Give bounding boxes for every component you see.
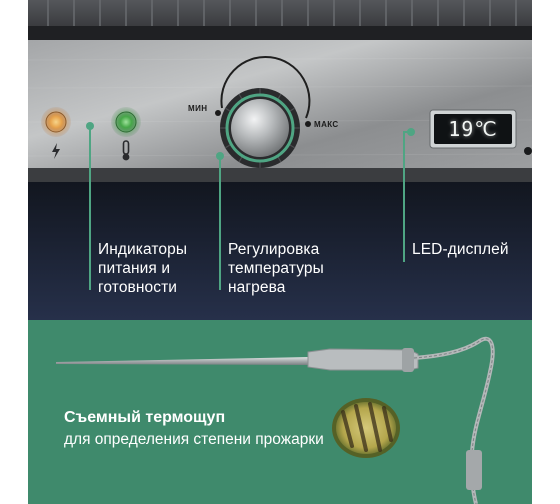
power-indicator-led — [41, 107, 71, 137]
grill-plate — [28, 0, 532, 40]
green-band — [28, 320, 532, 504]
callout-dot-regulator — [216, 152, 224, 160]
callout-dot-display — [407, 128, 415, 136]
callout-display-line-1: LED-дисплей — [412, 241, 509, 258]
callout-indicators-line-3: готовности — [98, 279, 178, 296]
side-port — [524, 147, 532, 155]
temperature-knob — [215, 55, 311, 168]
callout-regulator-line-1: Регулировка — [228, 241, 320, 258]
navy-band — [28, 182, 532, 320]
probe-title: Съемный термощуп — [64, 409, 226, 426]
ready-indicator-led — [111, 107, 141, 137]
grilled-zucchini-image — [332, 398, 400, 458]
knob-max-label: МАКС — [314, 120, 339, 129]
callout-indicators-line-1: Индикаторы — [98, 241, 188, 258]
probe-subtitle: для определения степени прожарки — [64, 431, 324, 448]
led-display-reading: 19℃ — [448, 117, 498, 141]
thermo-probe — [56, 336, 495, 504]
knob-min-label: МИН — [188, 104, 208, 113]
callout-indicators-line-2: питания и — [98, 260, 171, 277]
callout-regulator-line-3: нагрева — [228, 279, 286, 296]
callout-regulator-line-2: температуры — [228, 260, 324, 277]
callout-dot-indicators — [86, 122, 94, 130]
led-display — [429, 109, 517, 149]
lightning-icon — [52, 143, 60, 159]
thermometer-icon — [122, 140, 130, 161]
